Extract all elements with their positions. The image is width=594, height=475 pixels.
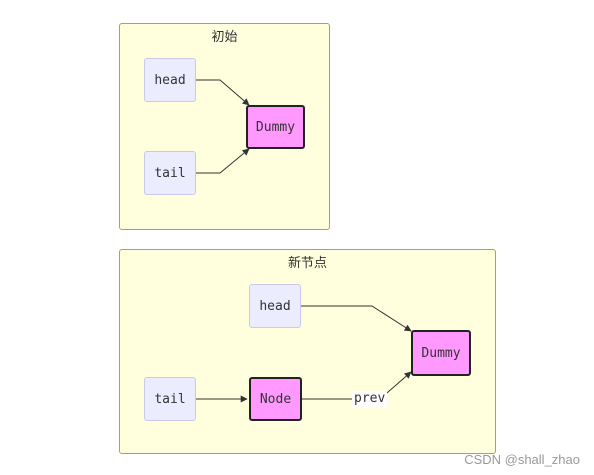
edge-tail-to-dummy-1 — [196, 148, 250, 174]
edge-head-to-dummy-1 — [196, 79, 250, 106]
group-initial-title: 初始 — [211, 30, 238, 45]
node-dummy-new: Dummy — [411, 330, 471, 376]
node-tail-new: tail — [144, 377, 196, 421]
node-head-new: head — [249, 284, 301, 328]
node-dummy-initial: Dummy — [246, 105, 305, 149]
csdn-watermark: CSDN @shall_zhao — [464, 452, 580, 467]
edge-label-prev: prev — [352, 391, 388, 407]
node-head-initial: head — [144, 58, 196, 102]
node-node-new: Node — [249, 377, 302, 421]
edge-head-to-dummy-2 — [301, 305, 412, 332]
group-new-node-title: 新节点 — [287, 256, 327, 271]
node-tail-initial: tail — [144, 151, 196, 195]
